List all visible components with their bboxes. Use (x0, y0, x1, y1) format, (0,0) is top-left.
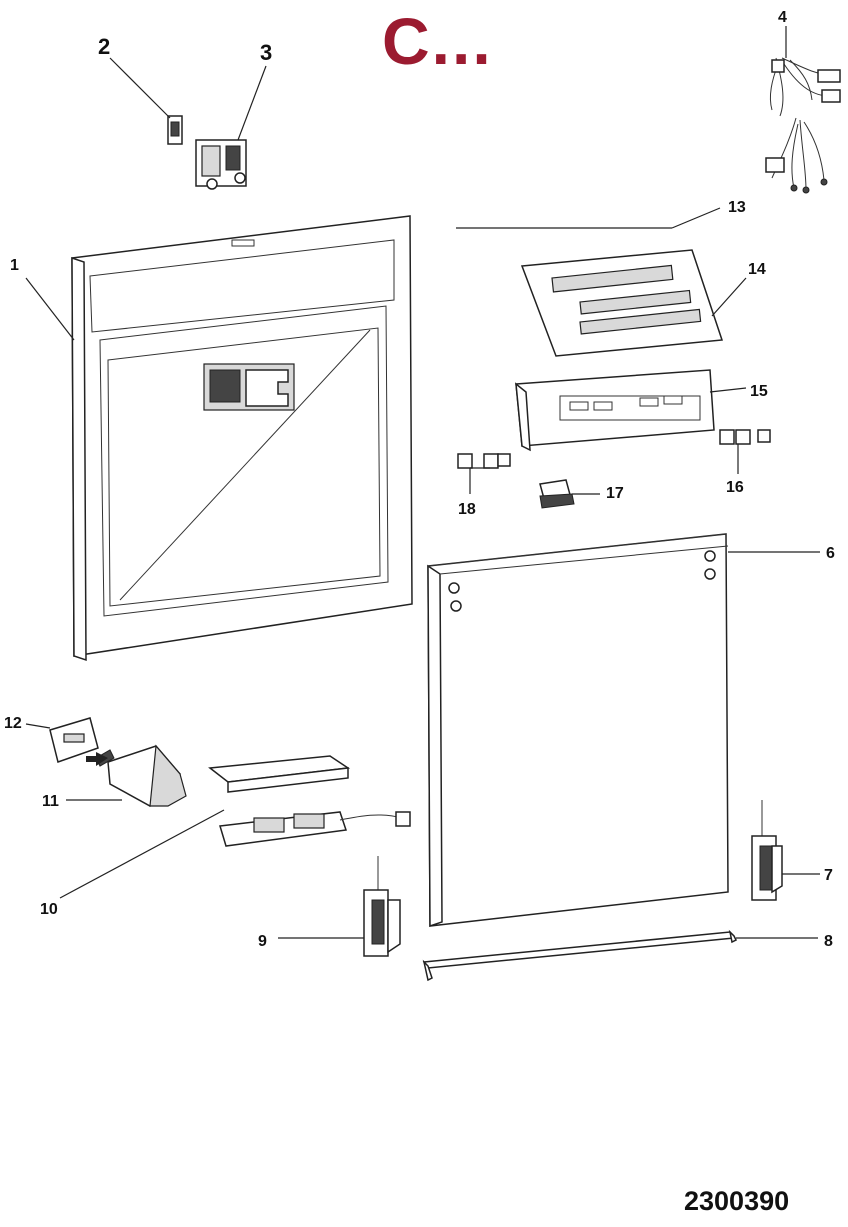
part-lock-mechanism[interactable] (195, 139, 247, 190)
callout-17: 17 (606, 485, 624, 502)
callout-8: 8 (824, 933, 833, 950)
callout-16: 16 (726, 479, 744, 496)
diagram-code: 2300390 (684, 1186, 790, 1216)
callout-1: 1 (10, 257, 19, 274)
callout-9: 9 (258, 933, 267, 950)
part-bottom-rod[interactable] (422, 929, 738, 982)
brand-title: C... (382, 4, 493, 78)
callout-2: 2 (98, 34, 110, 59)
callout-11: 11 (42, 793, 59, 810)
callout-12: 12 (4, 715, 22, 732)
callout-13: 13 (728, 199, 746, 216)
part-panel-insert[interactable] (520, 249, 724, 357)
callout-6: 6 (826, 545, 835, 562)
callout-10: 10 (40, 901, 58, 918)
part-button-block[interactable] (539, 479, 575, 509)
part-control-panel[interactable] (515, 369, 715, 452)
door-lock-assembly (203, 363, 295, 411)
leader-lines (25, 26, 820, 939)
arrow-icon (86, 752, 108, 766)
callout-7: 7 (824, 867, 833, 884)
part-latch[interactable] (167, 115, 183, 145)
part-buttons-left[interactable] (457, 453, 511, 469)
part-inner-door[interactable] (71, 215, 413, 662)
part-label-plate[interactable] (49, 717, 99, 763)
callout-15: 15 (750, 383, 768, 400)
callout-18: 18 (458, 501, 476, 518)
callout-labels: 1 2 3 4 6 7 8 9 10 11 12 13 14 15 16 17 … (4, 9, 835, 950)
part-dispenser[interactable] (95, 744, 187, 807)
part-control-board[interactable] (208, 755, 411, 847)
part-hinge-right[interactable] (751, 800, 783, 901)
part-outer-door-panel[interactable] (427, 533, 729, 928)
part-wiring-harness[interactable] (765, 57, 841, 194)
callout-14: 14 (748, 261, 766, 278)
part-buttons-right[interactable] (719, 429, 771, 445)
callout-3: 3 (260, 40, 272, 65)
callout-4: 4 (778, 9, 787, 26)
part-hinge-left[interactable] (363, 856, 401, 957)
